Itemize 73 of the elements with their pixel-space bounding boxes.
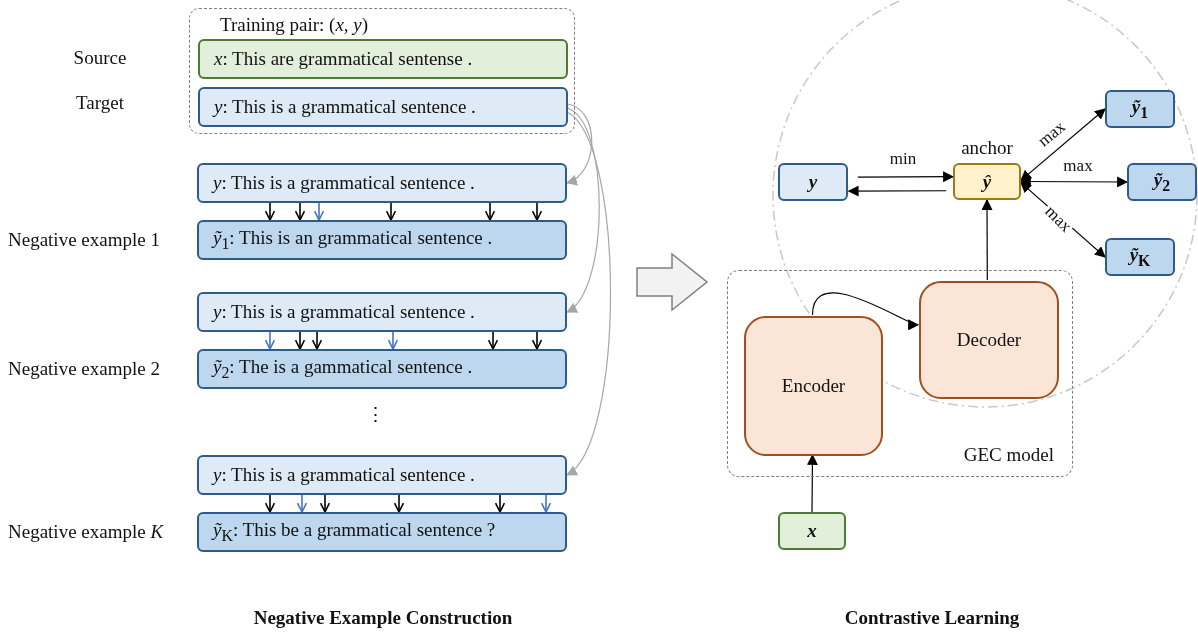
arrow [531,331,543,350]
sentence-text: x: This are grammatical sentense . [214,48,473,70]
arrow [264,494,276,513]
sentence-box [197,512,567,552]
arrow [1019,176,1129,188]
row-label: Negative example 1 [8,230,160,251]
arrow [531,202,543,221]
sentence-box [197,163,567,203]
arrow [857,171,955,183]
sentence-text: ỹ$_{1}$: This is an grammatical sentence . [213,227,493,253]
arrow [566,107,600,313]
sentence-box [197,455,567,495]
arrow [811,292,920,328]
sentence-text: y: This is a grammatical sentence . [213,464,475,486]
anchor-box [953,163,1021,200]
group-title: GEC model [963,445,1054,466]
sentence-text: y: This is a grammatical sentence . [213,172,475,194]
group-title: Training pair: (x, y) [220,15,369,36]
variable-box [778,163,848,201]
arrow [494,494,506,513]
arrow [393,494,405,513]
sentence-text: y: This is a grammatical sentence . [213,301,475,323]
sentence-box [198,39,568,79]
group-frame [727,270,1073,477]
ellipsis-mark: ⋮ [365,405,385,426]
arrow [847,185,947,197]
arrow [566,103,593,184]
variable-box [1105,90,1175,128]
arrow [313,202,325,221]
arrow [264,202,276,221]
arrow [484,202,496,221]
sentence-text: y: This is a grammatical sentence . [214,96,476,118]
arrow [981,198,993,281]
sentence-box [197,220,567,260]
arrow [806,453,818,513]
variable-label: y [808,171,818,193]
arrow [1020,108,1106,182]
sentence-box [198,87,568,127]
group-frame [189,8,575,134]
variable-box [1127,163,1197,201]
variable-label: x [807,520,817,542]
sentence-text: ỹ$_{2}$: The is a gammatical sentence . [213,356,473,382]
sentence-box [197,349,567,389]
variable-label: ŷ [982,171,992,192]
arrow [294,331,306,350]
arrow [566,111,612,476]
arrow [385,202,397,221]
row-label: Target [76,93,124,114]
panel-caption: Negative Example Construction [253,608,513,629]
module-box [919,281,1059,399]
arrow [264,331,276,350]
arrow [296,494,308,513]
module-label: Decoder [956,329,1022,351]
variable-label: ỹ$_{1}$ [1131,96,1149,122]
variable-label: ỹ$_{K}$ [1129,244,1151,270]
sentence-text: ỹ$_{K}$: This be a grammatical sentence ? [213,519,496,545]
arrow [487,331,499,350]
arrow [319,494,331,513]
panel-caption: Contrastive Learning [844,608,1020,629]
module-box [744,316,883,456]
arrow [387,331,399,350]
variable-box [778,512,846,550]
variable-box [1105,238,1175,276]
variable-label: ỹ$_{2}$ [1153,169,1171,195]
row-label: Negative example 2 [8,359,160,380]
sentence-box [197,292,567,332]
arrow [540,494,552,513]
arrow [311,331,323,350]
row-label: anchor [961,138,1013,159]
row-label: Source [73,48,127,69]
module-label: Encoder [781,375,846,397]
arrow [294,202,306,221]
row-label: Negative example K [8,522,164,543]
